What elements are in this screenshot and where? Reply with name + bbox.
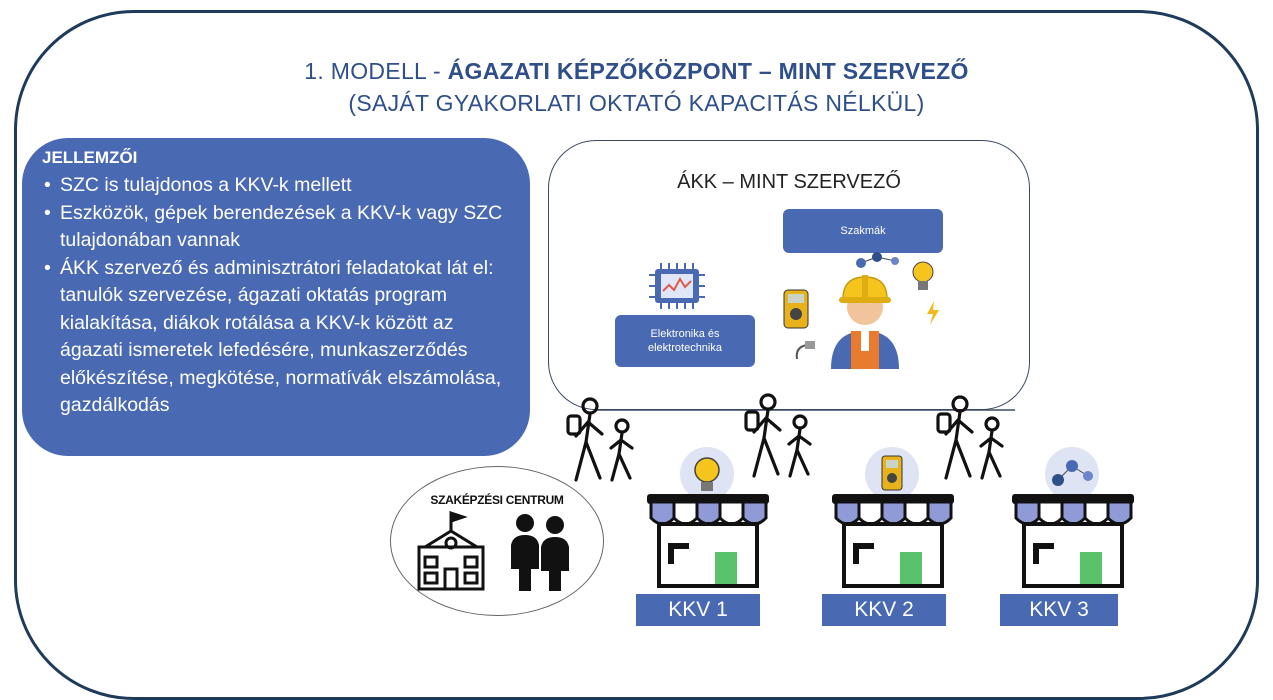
molecule-icon <box>1045 447 1099 501</box>
szc-title: SZAKÉPZÉSI CENTRUM <box>430 493 564 507</box>
features-panel: JELLEMZŐI SZC is tulajdonos a KKV-k mell… <box>22 138 530 456</box>
worker-icon <box>831 275 899 369</box>
plug-icon <box>795 341 815 360</box>
title-prefix: 1. MODELL - <box>304 58 448 84</box>
students-icon <box>511 514 569 591</box>
kkv-label: KKV 1 <box>636 594 760 626</box>
lightning-icon <box>927 301 939 325</box>
multimeter-icon <box>865 447 919 501</box>
electronics-box: Elektronika és elektrotechnika <box>615 315 755 367</box>
walking-students-icon <box>936 395 1004 480</box>
szc-oval: SZAKÉPZÉSI CENTRUM <box>390 466 604 616</box>
store-icon <box>647 494 769 588</box>
feature-item: Eszközök, gépek berendezések a KKV-k vag… <box>44 200 508 255</box>
title-bold: ÁGAZATI KÉPZŐKÖZPONT – MINT SZERVEZŐ <box>447 58 969 84</box>
akk-title: ÁKK – MINT SZERVEZŐ <box>677 171 901 193</box>
walking-students-icon <box>744 393 812 478</box>
features-list: SZC is tulajdonos a KKV-k mellett Eszköz… <box>42 172 508 420</box>
molecule-icon <box>856 252 899 268</box>
store-icon <box>1012 494 1134 588</box>
kkv-label: KKV 2 <box>822 594 946 626</box>
kkv-label: KKV 3 <box>1000 594 1118 626</box>
chip-icon <box>649 263 705 309</box>
connector-line <box>595 409 1015 411</box>
lightbulb-icon <box>680 447 734 501</box>
walking-students-icon <box>566 397 634 482</box>
lightbulb-icon <box>912 261 934 290</box>
professions-box: Szakmák <box>783 209 943 253</box>
feature-item: SZC is tulajdonos a KKV-k mellett <box>44 172 508 200</box>
store-icon <box>832 494 954 588</box>
akk-organizer-box: ÁKK – MINT SZERVEZŐ Szakmák Elektronika … <box>548 140 1030 410</box>
school-building-icon <box>417 510 485 591</box>
multimeter-icon <box>783 289 809 329</box>
features-heading: JELLEMZŐI <box>42 148 138 167</box>
page-subtitle: (SAJÁT GYAKORLATI OKTATÓ KAPACITÁS NÉLKÜ… <box>348 90 925 116</box>
feature-item: ÁKK szervező és adminisztrátori feladato… <box>44 255 508 420</box>
page-title: 1. MODELL - ÁGAZATI KÉPZŐKÖZPONT – MINT … <box>0 58 1273 85</box>
